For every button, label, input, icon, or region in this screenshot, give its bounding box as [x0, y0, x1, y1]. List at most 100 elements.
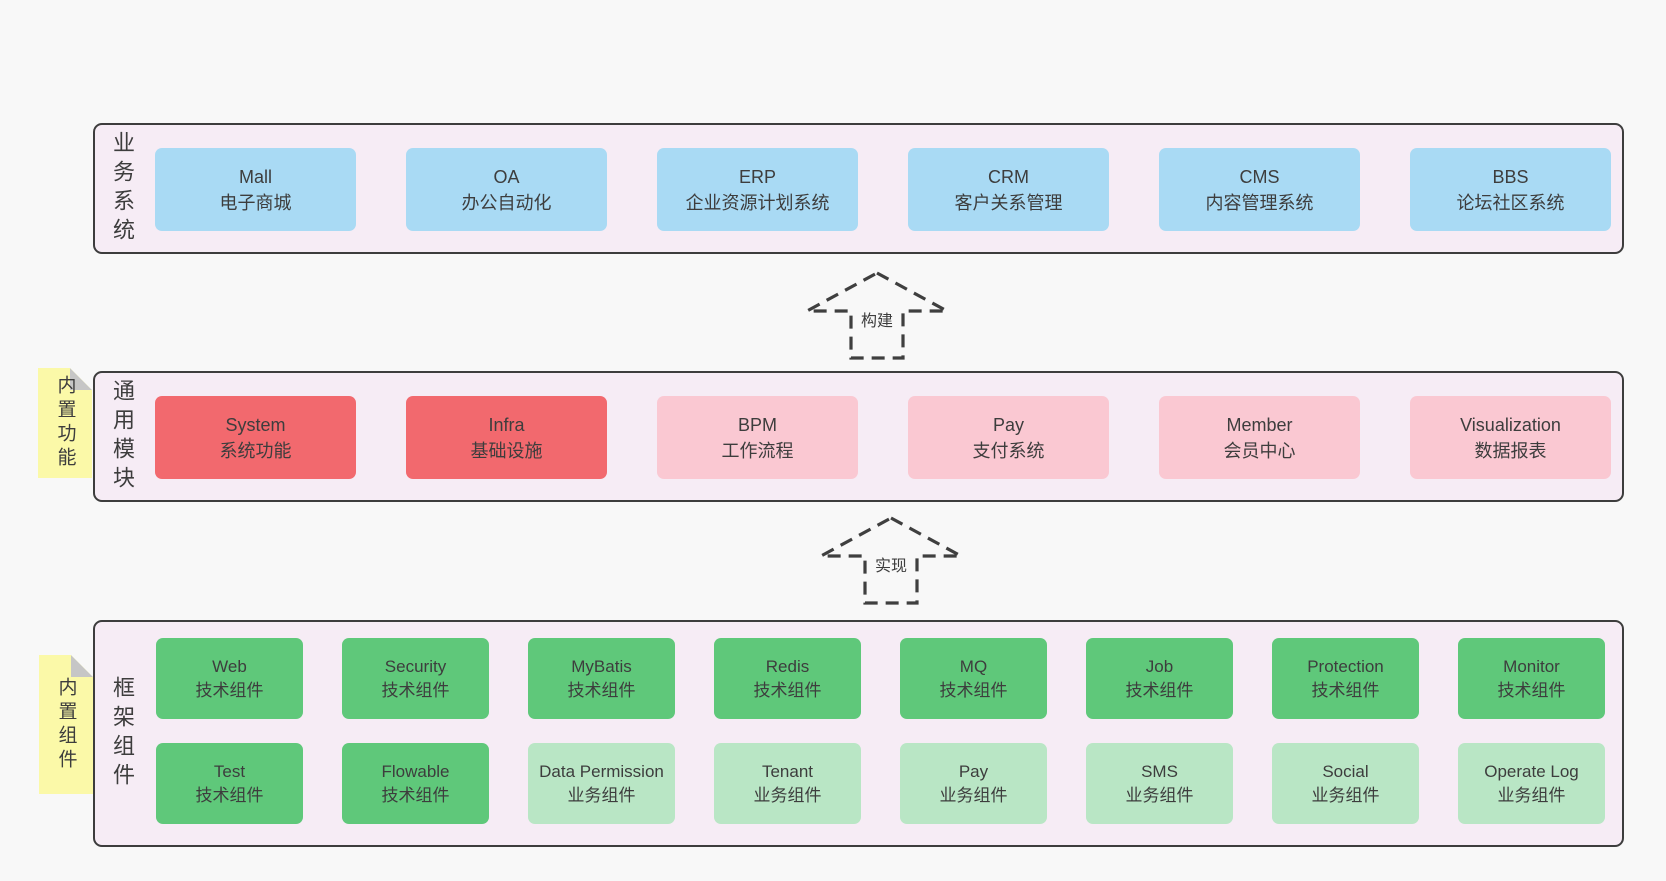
box-title: Test [213, 761, 246, 781]
box-subtitle: 业务组件 [1125, 785, 1194, 805]
box-subtitle: 内容管理系统 [1205, 192, 1314, 213]
box-pay[interactable]: Pay 支付系统 [908, 396, 1109, 479]
box-title: Visualization [1460, 414, 1561, 435]
box-subtitle: 技术组件 [381, 680, 450, 700]
box-mq[interactable]: MQ 技术组件 [900, 638, 1047, 719]
box-tenant[interactable]: Tenant 业务组件 [714, 743, 861, 824]
box-row: Mall 电子商城 OA 办公自动化 ERP 企业资源计划系统 CRM 客户关系管理 CMS 内容… [155, 148, 1622, 231]
box-erp[interactable]: ERP 企业资源计划系统 [657, 148, 858, 231]
box-title: Operate Log [1484, 761, 1579, 781]
box-title: SMS [1141, 761, 1178, 781]
band-rows: Mall 电子商城 OA 办公自动化 ERP 企业资源计划系统 CRM 客户关系管理 CMS 内容… [95, 125, 1622, 252]
box-member[interactable]: Member 会员中心 [1159, 396, 1360, 479]
box-subtitle: 技术组件 [1497, 680, 1566, 700]
box-subtitle: 技术组件 [753, 680, 822, 700]
box-web[interactable]: Web 技术组件 [156, 638, 303, 719]
box-subtitle: 技术组件 [195, 785, 264, 805]
box-test[interactable]: Test 技术组件 [156, 743, 303, 824]
box-bbs[interactable]: BBS 论坛社区系统 [1410, 148, 1611, 231]
sticky-note-label: 内置组件 [55, 676, 77, 773]
box-title: Social [1322, 761, 1369, 781]
sticky-note-builtin-components: 内置组件 [39, 655, 93, 794]
box-title: Pay [992, 414, 1025, 435]
box-title: Flowable [381, 761, 450, 781]
box-title: BBS [1492, 166, 1529, 187]
band-label-common-modules: 通用模块 [110, 378, 135, 495]
box-title: Mall [238, 166, 272, 187]
box-social[interactable]: Social 业务组件 [1272, 743, 1419, 824]
box-subtitle: 电子商城 [219, 192, 292, 213]
box-oa[interactable]: OA 办公自动化 [406, 148, 607, 231]
box-title: Infra [488, 414, 525, 435]
box-job[interactable]: Job 技术组件 [1086, 638, 1233, 719]
box-subtitle: 基础设施 [470, 440, 543, 461]
box-title: CMS [1239, 166, 1280, 187]
box-title: MQ [959, 656, 988, 676]
box-title: System [225, 414, 286, 435]
box-subtitle: 业务组件 [1311, 785, 1380, 805]
arrow-build-label: 构建 [857, 306, 897, 332]
box-title: Pay [958, 761, 989, 781]
box-subtitle: 会员中心 [1223, 440, 1296, 461]
box-flowable[interactable]: Flowable 技术组件 [342, 743, 489, 824]
arrow-build: 构建 [797, 270, 957, 362]
sticky-note-label: 内置功能 [54, 375, 76, 471]
box-redis[interactable]: Redis 技术组件 [714, 638, 861, 719]
box-title: Redis [765, 656, 810, 676]
box-title: Tenant [761, 761, 814, 781]
box-mall[interactable]: Mall 电子商城 [155, 148, 356, 231]
box-title: MyBatis [571, 656, 632, 676]
arrow-implement-label: 实现 [871, 551, 911, 577]
box-subtitle: 系统功能 [219, 440, 292, 461]
box-protection[interactable]: Protection 技术组件 [1272, 638, 1419, 719]
box-title: OA [493, 166, 520, 187]
box-subtitle: 工作流程 [721, 440, 794, 461]
box-subtitle: 业务组件 [753, 785, 822, 805]
arrow-implement: 实现 [811, 515, 971, 607]
box-title: Data Permission [539, 761, 664, 781]
box-subtitle: 技术组件 [195, 680, 264, 700]
box-subtitle: 技术组件 [381, 785, 450, 805]
box-title: CRM [988, 166, 1029, 187]
box-crm[interactable]: CRM 客户关系管理 [908, 148, 1109, 231]
dashed-up-arrow-icon [806, 271, 948, 360]
box-cms[interactable]: CMS 内容管理系统 [1159, 148, 1360, 231]
box-sms[interactable]: SMS 业务组件 [1086, 743, 1233, 824]
box-infra[interactable]: Infra 基础设施 [406, 396, 607, 479]
box-subtitle: 客户关系管理 [954, 192, 1063, 213]
box-subtitle: 办公自动化 [461, 192, 552, 213]
box-security[interactable]: Security 技术组件 [342, 638, 489, 719]
box-subtitle: 技术组件 [567, 680, 636, 700]
band-label-framework-components: 框架组件 [110, 675, 135, 792]
box-subtitle: 技术组件 [1311, 680, 1380, 700]
box-title: Member [1226, 414, 1293, 435]
box-title: ERP [738, 166, 776, 187]
box-subtitle: 技术组件 [939, 680, 1008, 700]
box-subtitle: 支付系统 [972, 440, 1045, 461]
box-title: Protection [1307, 656, 1384, 676]
box-monitor[interactable]: Monitor 技术组件 [1458, 638, 1605, 719]
box-title: Security [384, 656, 447, 676]
box-title: Monitor [1503, 656, 1560, 676]
sticky-note-builtin-functions: 内置功能 [38, 368, 92, 478]
box-title: Web [212, 656, 247, 676]
box-mybatis[interactable]: MyBatis 技术组件 [528, 638, 675, 719]
box-subtitle: 技术组件 [1125, 680, 1194, 700]
box-system[interactable]: System 系统功能 [155, 396, 356, 479]
box-title: Job [1145, 656, 1174, 676]
box-subtitle: 论坛社区系统 [1456, 192, 1565, 213]
box-subtitle: 企业资源计划系统 [685, 192, 830, 213]
